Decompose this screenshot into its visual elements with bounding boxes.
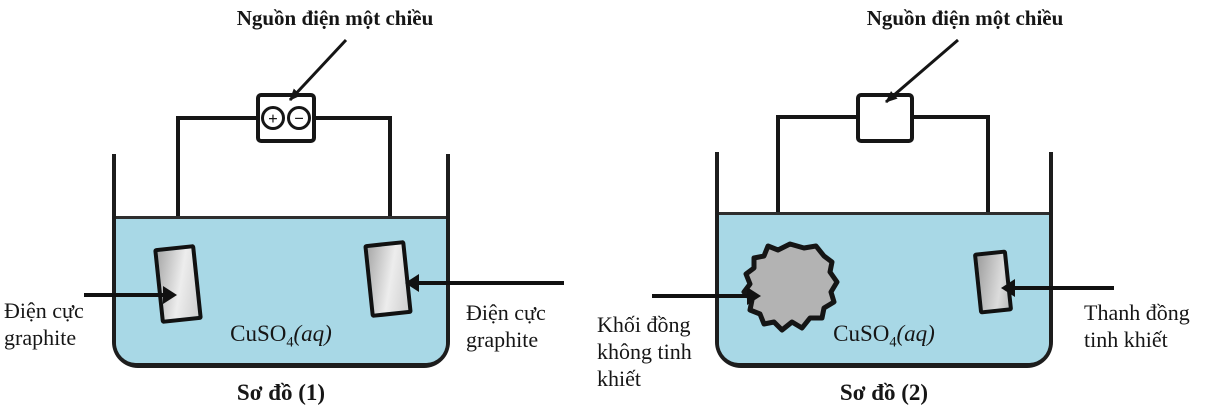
solution-formula: CuSO4(aq) — [715, 320, 1053, 352]
impure-copper-block — [741, 241, 840, 333]
formula-state: (aq) — [293, 321, 332, 346]
pointer-arrow-copper-bar — [1001, 279, 1114, 297]
diagram-caption: Sơ đồ (2) — [839, 380, 929, 405]
formula-subscript: 4 — [286, 334, 294, 351]
minus-terminal: − — [287, 106, 311, 130]
formula-main: CuSO — [230, 321, 287, 346]
wire-left-vertical — [176, 116, 180, 256]
dc-power-supply — [856, 93, 914, 143]
wire-right-horizontal — [912, 115, 990, 119]
right-electrode-label: Thanh đồng tinh khiết — [1084, 300, 1190, 352]
formula-subscript: 4 — [889, 334, 897, 351]
wire-left-horizontal — [176, 116, 260, 120]
power-source-label: Nguồn điện một chiều — [866, 6, 1064, 30]
left-electrode-label: Khối đồng không tinh khiết — [597, 312, 692, 391]
label-arrow-icon — [288, 38, 348, 102]
wire-right-vertical — [986, 115, 990, 260]
wire-right-horizontal — [314, 116, 392, 120]
label-arrow-icon — [885, 38, 959, 104]
pointer-arrow-right-electrode — [405, 274, 564, 292]
plus-terminal: + — [261, 106, 285, 130]
formula-state: (aq) — [896, 321, 935, 346]
right-electrode-label: Điện cực graphite — [466, 300, 546, 352]
wire-right-vertical — [388, 116, 392, 250]
pointer-arrow-left-electrode — [84, 286, 177, 304]
power-source-label: Nguồn điện một chiều — [236, 6, 434, 30]
diagram-caption: Sơ đồ (1) — [236, 380, 326, 405]
wire-left-vertical — [776, 115, 780, 257]
pointer-arrow-copper-block — [652, 287, 761, 305]
solution-formula: CuSO4(aq) — [112, 320, 450, 352]
dc-power-supply: + − — [256, 93, 316, 143]
left-electrode-label: Điện cực graphite — [4, 298, 84, 350]
graphite-electrode-left — [153, 244, 203, 324]
wire-left-horizontal — [776, 115, 860, 119]
formula-main: CuSO — [833, 321, 890, 346]
